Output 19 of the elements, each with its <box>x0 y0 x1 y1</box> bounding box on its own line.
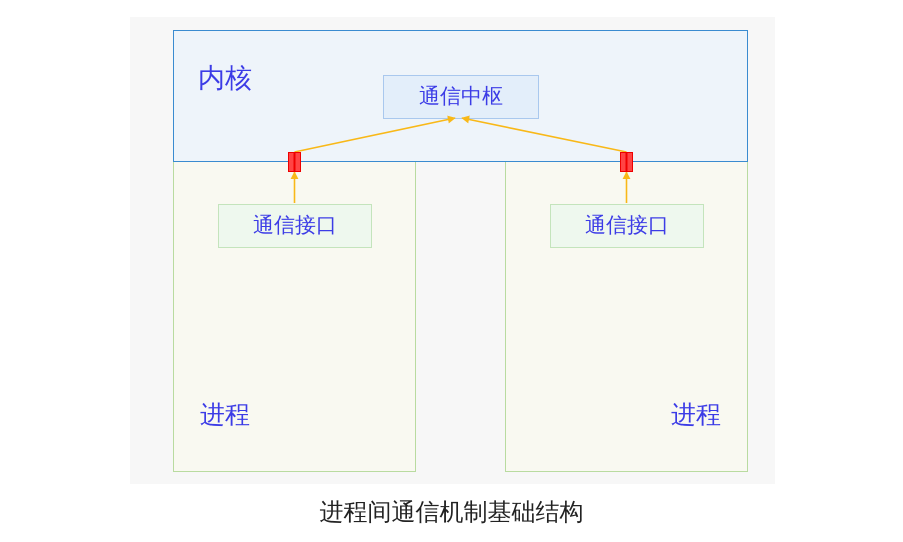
hub-box <box>383 75 539 119</box>
process-label: 进程 <box>200 402 250 427</box>
port-marker <box>620 152 633 172</box>
box-label: 通信中枢 <box>418 86 504 107</box>
arrow <box>461 116 627 153</box>
caption: 进程间通信机制基础结构 <box>318 500 584 524</box>
interface-box <box>550 204 704 248</box>
process-box <box>505 160 748 472</box>
interface-box <box>218 204 372 248</box>
arrow <box>294 116 456 153</box>
box-label: 通信接口 <box>584 215 670 236</box>
port-marker <box>288 152 301 172</box>
box-label: 通信接口 <box>252 215 338 236</box>
process-label: 进程 <box>671 402 721 427</box>
kernel-label: 内核 <box>198 65 252 92</box>
process-box <box>173 160 416 472</box>
arrow <box>622 171 630 203</box>
kernel-box <box>173 30 748 162</box>
arrow <box>290 171 298 203</box>
